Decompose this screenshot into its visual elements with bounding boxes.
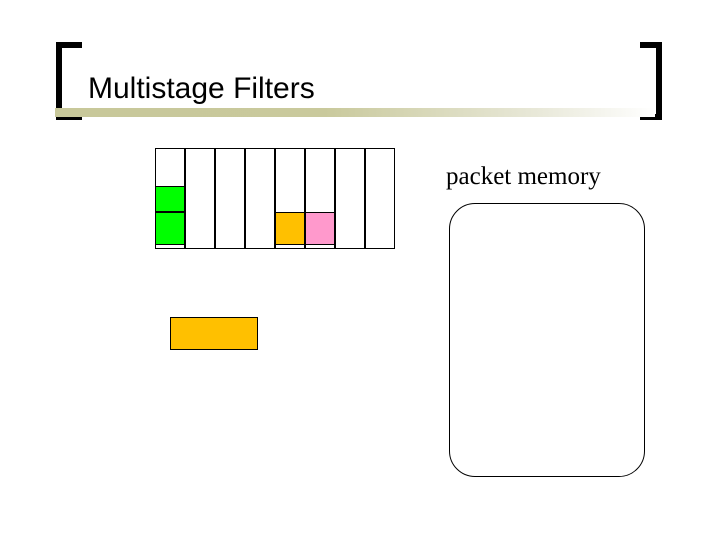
filter-cell-highlight-green-lower	[155, 212, 185, 245]
filter-cell-highlight-green-upper	[155, 186, 185, 212]
filter-cell	[365, 148, 395, 249]
decorative-bracket-left	[56, 42, 82, 120]
filter-cell	[215, 148, 245, 249]
filter-cell	[245, 148, 275, 249]
filter-cell-array	[155, 148, 397, 249]
title-underline-rule	[55, 108, 655, 117]
filter-cell-highlight-pink	[305, 212, 335, 245]
filter-cell	[335, 148, 365, 249]
packet-memory-label: packet memory	[446, 163, 601, 190]
yellow-counter-rectangle	[170, 317, 258, 350]
filter-cell-highlight-orange	[275, 212, 305, 245]
page-title: Multistage Filters	[88, 72, 315, 105]
decorative-bracket-right	[640, 42, 662, 120]
filter-cell	[185, 148, 215, 249]
packet-memory-box	[449, 203, 645, 477]
